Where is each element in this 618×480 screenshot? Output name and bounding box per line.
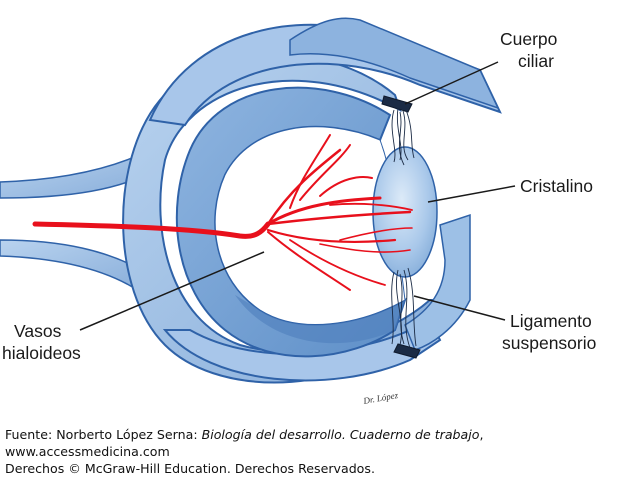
leader-cristalino [427, 185, 516, 203]
leader-ligamento [413, 295, 506, 321]
label-cuerpo-ciliar-line2: ciliar [518, 51, 554, 71]
caption-source-prefix: Fuente: Norberto López Serna: [5, 427, 202, 442]
ciliary-body-upper [381, 95, 413, 113]
caption-source-suffix: , [479, 427, 484, 442]
label-ligamento-line1: Ligamento [510, 311, 592, 331]
caption-rights: Derechos © McGraw-Hill Education. Derech… [5, 461, 375, 476]
hyaloid-vessels [32, 134, 413, 291]
label-vasos-line1: Vasos [14, 321, 62, 341]
ciliary-body-lower [393, 343, 421, 359]
figure-caption: Fuente: Norberto López Serna: Biología d… [5, 426, 617, 477]
label-cuerpo-ciliar-line1: Cuerpo [500, 29, 557, 49]
leader-cuerpo-ciliar [404, 61, 499, 105]
optic-cup-shadow [235, 295, 405, 344]
suspensory-ligament-fibers [391, 107, 417, 349]
label-ligamento-line2: suspensorio [502, 333, 596, 353]
lower-band-inner [404, 213, 471, 351]
label-cristalino: Cristalino [520, 176, 593, 196]
leader-lines [79, 61, 516, 331]
caption-book-title: Biología del desarrollo. Cuaderno de tra… [201, 427, 480, 442]
label-vasos-line2: hialoideos [2, 343, 81, 363]
artist-signature: Dr. López [362, 390, 400, 406]
caption-website: www.accessmedicina.com [5, 444, 170, 459]
caption-source-line: Fuente: Norberto López Serna: Biología d… [5, 426, 617, 443]
eye-development-diagram: Cuerpo ciliar Cristalino Ligamento suspe… [0, 17, 596, 406]
leader-vasos [79, 251, 265, 331]
